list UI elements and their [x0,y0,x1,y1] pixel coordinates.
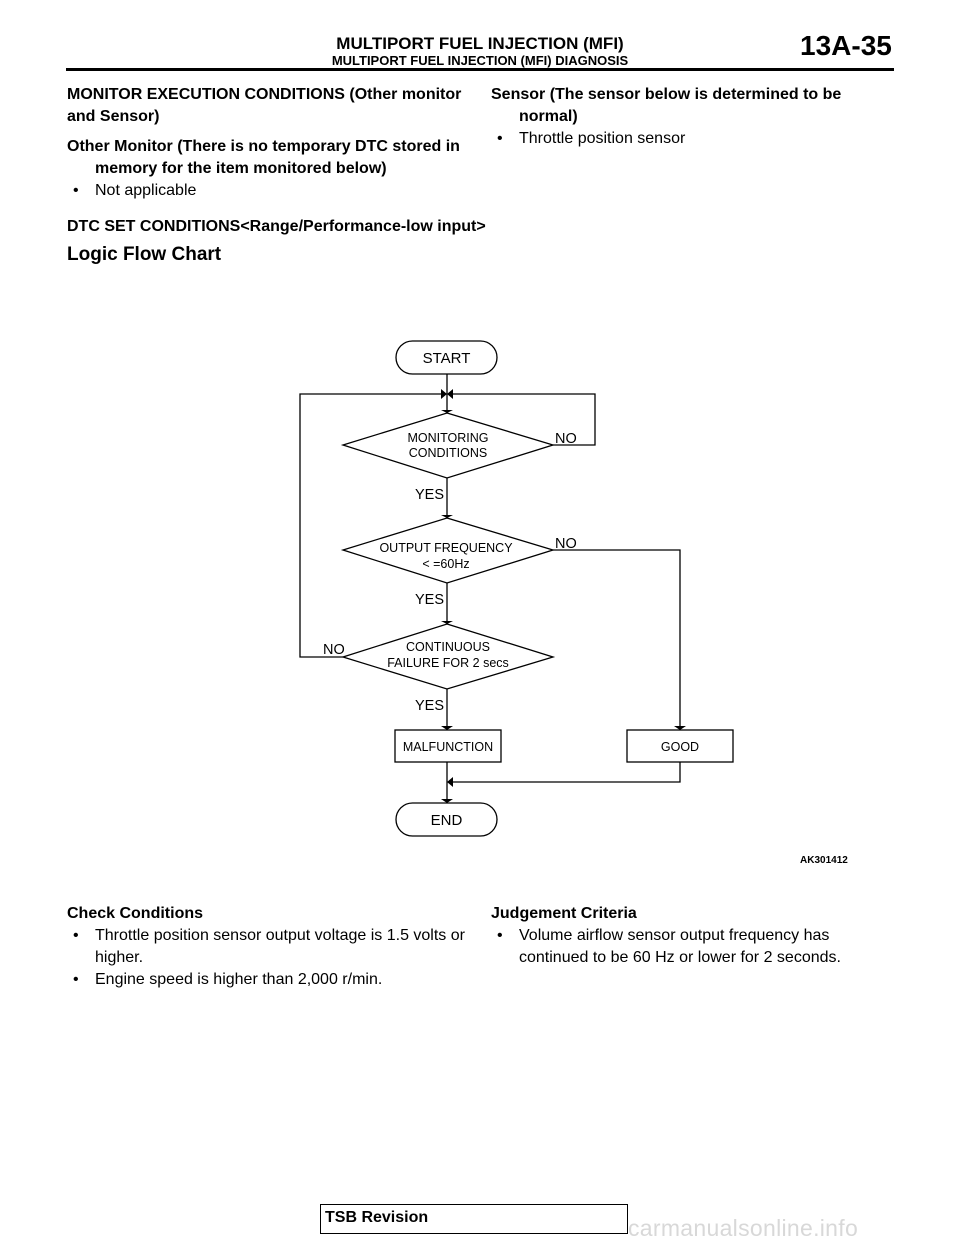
connector-d2-no-good [553,549,681,728]
check-condition-text: Throttle position sensor output voltage … [95,927,465,966]
arrowhead-d2 [441,515,453,518]
decision2-line2: < =60Hz [422,557,469,571]
bullet-icon: • [497,927,503,944]
header-subtitle: MULTIPORT FUEL INJECTION (MFI) DIAGNOSIS [331,53,629,68]
sensor-heading: Sensor (The sensor below is determined t… [491,86,842,125]
sensor-item: • Throttle position sensor [491,128,901,150]
dtc-set-heading: DTC SET CONDITIONS<Range/Performance-low… [67,218,486,235]
decision3-line2: FAILURE FOR 2 secs [387,656,509,670]
no-label-d3: NO [323,642,345,658]
decision1-line2: CONDITIONS [409,446,487,460]
judgement-criteria-section: Judgement Criteria • Volume airflow sens… [491,903,901,969]
check-conditions-section: Check Conditions • Throttle position sen… [67,903,467,991]
judgement-criteria-text: Volume airflow sensor output frequency h… [519,927,841,966]
connector-d1-no-loop [452,393,596,446]
malfunction-label: MALFUNCTION [403,740,493,754]
good-box [626,729,734,763]
no-label-d2: NO [555,536,577,552]
start-label: START [423,350,471,367]
check-condition-text: Engine speed is higher than 2,000 r/min. [95,971,383,988]
decision3-line1: CONTINUOUS [406,640,490,654]
end-label: END [431,812,463,829]
other-monitor-heading: Other Monitor (There is no temporary DTC… [67,138,460,177]
header-title: MULTIPORT FUEL INJECTION (MFI) [336,34,624,53]
decision1-line1: MONITORING [407,431,488,445]
no-label-d1: NO [555,431,577,447]
arrowhead-good [674,726,686,730]
bullet-icon: • [73,971,79,988]
other-monitor-item-text: Not applicable [95,182,197,199]
footer-box [320,1204,628,1234]
header-rule [66,68,894,71]
logic-flow-heading: Logic Flow Chart [67,244,222,265]
check-condition-item: • Engine speed is higher than 2,000 r/mi… [67,969,467,991]
judgement-criteria-heading: Judgement Criteria [491,905,637,922]
check-condition-item: • Throttle position sensor output voltag… [67,925,467,969]
arrowhead-end [441,799,453,803]
arrowhead-d1 [441,410,453,413]
judgement-criteria-item: • Volume airflow sensor output frequency… [491,925,901,969]
other-monitor-item: • Not applicable [67,180,467,202]
yes-label-d1: YES [415,487,444,503]
tsb-revision-label: TSB Revision [325,1209,429,1226]
watermark: carmanualsonline.info [628,1215,859,1241]
end-terminal [395,802,498,837]
sensor-item-text: Throttle position sensor [519,130,686,147]
bullet-icon: • [73,927,79,944]
arrowhead-malfunction [441,726,453,730]
arrowhead-loop-left [441,389,447,399]
malfunction-box [394,729,502,763]
page-number: 13A-35 [800,30,892,61]
bullet-icon: • [73,182,79,199]
sensor-section: Sensor (The sensor below is determined t… [491,84,901,150]
yes-label-d3: YES [415,698,444,714]
monitor-execution-section: MONITOR EXECUTION CONDITIONS (Other moni… [67,84,467,202]
connector-d3-no-loop [299,393,441,658]
check-conditions-heading: Check Conditions [67,905,204,922]
good-label: GOOD [661,740,699,754]
monitor-execution-heading: MONITOR EXECUTION CONDITIONS (Other moni… [67,86,462,125]
arrowhead-good-merge [447,777,453,787]
arrowhead-d3 [441,621,453,624]
connector-good-end [453,762,681,783]
yes-label-d2: YES [415,592,444,608]
bullet-icon: • [497,130,503,147]
decision2-line1: OUTPUT FREQUENCY [379,541,513,555]
figure-id: AK301412 [800,855,848,866]
arrowhead-loop-right [447,389,453,399]
